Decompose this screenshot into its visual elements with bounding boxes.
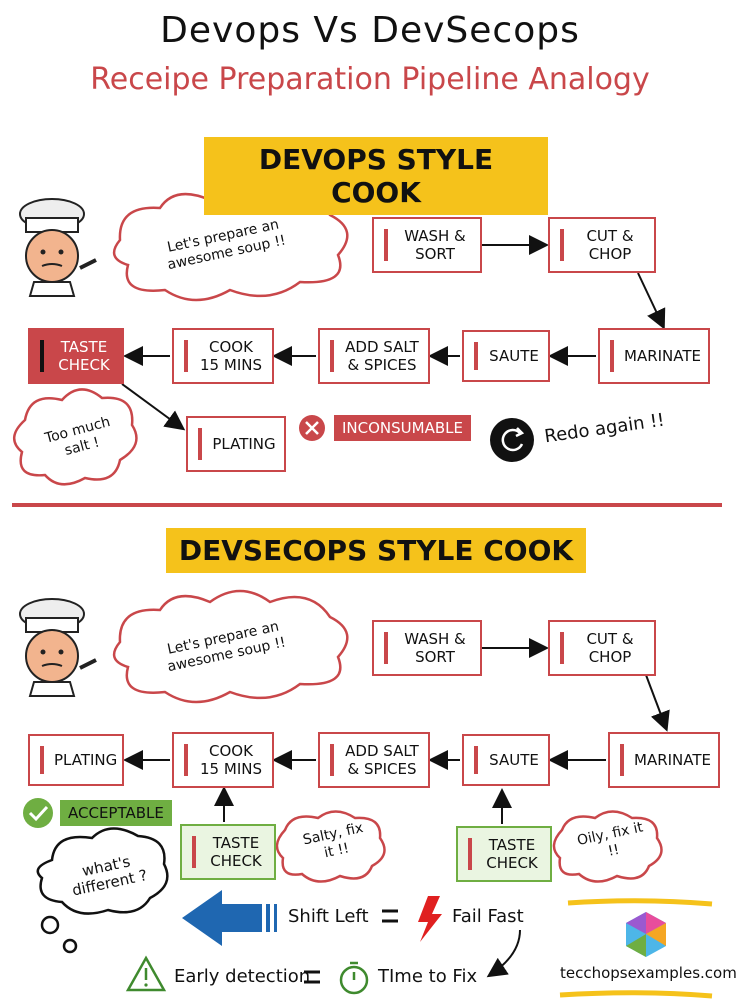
step-marker (40, 745, 44, 775)
step-label: ADD SALT & SPICES (345, 338, 419, 374)
step-label: SAUTE (489, 751, 539, 769)
step-label: CUT & CHOP (586, 227, 634, 263)
step-marker (184, 744, 188, 776)
curved-arrow-icon (486, 929, 521, 978)
website-label: tecchopsexamples.com (560, 964, 737, 982)
step-marinate: MARINATE (598, 328, 710, 384)
step-marker (384, 229, 388, 261)
step-marker (198, 428, 202, 460)
early-detection-label: Early detection (174, 966, 311, 987)
equals-icon (382, 909, 398, 923)
step-label: CUT & CHOP (586, 630, 634, 666)
step-marker (330, 340, 334, 372)
step-marker (474, 745, 478, 775)
step-plating: PLATING (28, 734, 124, 786)
page-subtitle: Receipe Preparation Pipeline Analogy (90, 62, 650, 97)
step-marker (610, 340, 614, 372)
time-to-fix-label: TIme to Fix (378, 966, 478, 987)
step-label: WASH & SORT (404, 630, 466, 666)
status-badge: ACCEPTABLE (60, 800, 172, 826)
step-wash-sort: WASH & SORT (372, 620, 482, 676)
step-label: MARINATE (634, 751, 712, 769)
devops-banner: DEVOPS STYLE COOK (204, 137, 548, 215)
lightning-icon (418, 896, 442, 942)
step-label: PLATING (54, 751, 118, 769)
step-cook: COOK 15 MINS (172, 328, 274, 384)
warning-icon (125, 955, 167, 992)
complaint-cloud (13, 388, 138, 486)
shift-left-arrow-icon (182, 890, 277, 946)
step-wash-sort: WASH & SORT (372, 217, 482, 273)
step-label: TASTE CHECK (486, 836, 538, 872)
step-label: MARINATE (624, 347, 702, 365)
devsecops-banner: DEVSECOPS STYLE COOK (166, 528, 586, 573)
step-marker (468, 838, 472, 870)
step-marker (192, 836, 196, 868)
chef-icon (19, 598, 97, 697)
step-label: TASTE CHECK (58, 338, 110, 374)
step-label: SAUTE (489, 347, 539, 365)
step-cook: COOK 15 MINS (172, 732, 274, 788)
equals-icon (304, 970, 320, 984)
step-marker (184, 340, 188, 372)
step-taste-check: TASTE CHECK (456, 826, 552, 882)
error-icon (299, 415, 325, 441)
chef-icon (19, 198, 97, 297)
step-marker (474, 341, 478, 371)
page-title: Devops Vs DevSecops (160, 10, 580, 51)
step-marker (384, 632, 388, 664)
step-label: WASH & SORT (404, 227, 466, 263)
step-marker (560, 229, 564, 261)
step-add-salt: ADD SALT & SPICES (318, 328, 430, 384)
fix-cloud (552, 810, 663, 883)
thought-bubble (36, 827, 169, 954)
step-label: ADD SALT & SPICES (345, 742, 419, 778)
step-taste-check: TASTE CHECK (180, 824, 276, 880)
step-label: COOK 15 MINS (200, 742, 262, 778)
logo-icon (626, 912, 666, 957)
fix-cloud (275, 810, 386, 883)
speech-cloud (112, 187, 349, 302)
step-saute: SAUTE (462, 734, 550, 786)
step-marker (40, 340, 44, 372)
step-marinate: MARINATE (608, 732, 720, 788)
fail-fast-label: Fail Fast (452, 906, 524, 927)
step-saute: SAUTE (462, 330, 550, 382)
timer-icon (339, 961, 369, 995)
step-plating: PLATING (186, 416, 286, 472)
step-label: COOK 15 MINS (200, 338, 262, 374)
step-taste-check: TASTE CHECK (28, 328, 124, 384)
status-badge: INCONSUMABLE (334, 415, 471, 441)
speech-cloud (112, 589, 349, 704)
step-marker (620, 744, 624, 776)
step-add-salt: ADD SALT & SPICES (318, 732, 430, 788)
step-marker (330, 744, 334, 776)
redo-icon (490, 418, 534, 462)
step-cut-chop: CUT & CHOP (548, 217, 656, 273)
check-icon (23, 798, 53, 828)
shift-left-label: Shift Left (288, 906, 369, 927)
step-cut-chop: CUT & CHOP (548, 620, 656, 676)
step-label: TASTE CHECK (210, 834, 262, 870)
step-marker (560, 632, 564, 664)
step-label: PLATING (212, 435, 276, 453)
